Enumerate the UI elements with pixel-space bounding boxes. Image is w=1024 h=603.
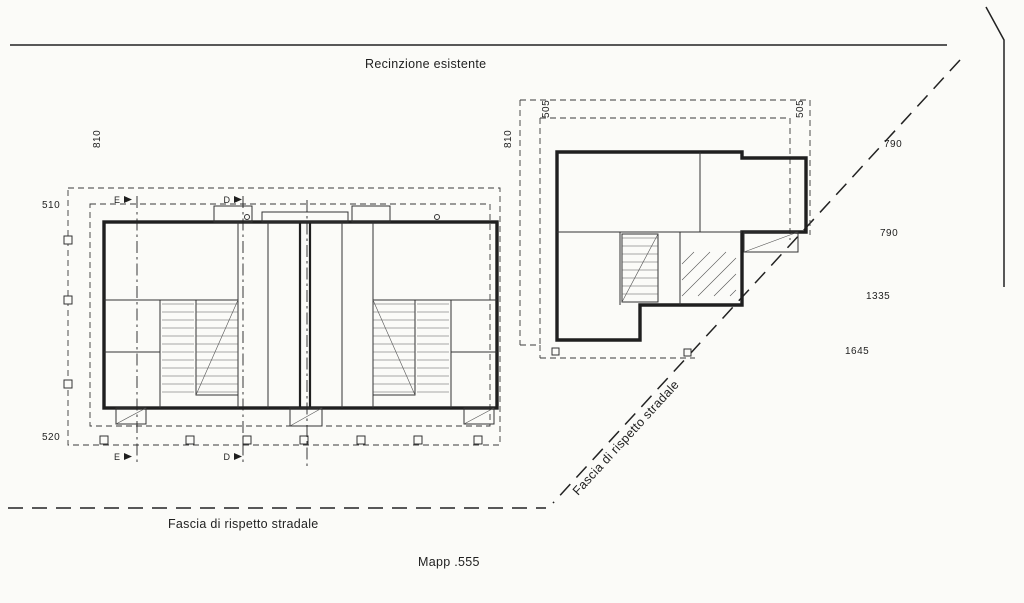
entry-steps-left-diagonal	[115, 407, 147, 425]
section-marker-e-top: E	[114, 195, 120, 205]
right-building-stairwell	[621, 233, 659, 303]
right-building-outer-dashed-outline	[519, 99, 811, 359]
right-unit-stairwell	[372, 299, 416, 396]
pillar-square	[683, 348, 692, 357]
section-arrow-d-top-icon	[234, 196, 242, 203]
section-arrow-e-bottom-icon	[124, 453, 132, 460]
center-canopy	[261, 211, 349, 223]
left-building-plan: E D E D	[63, 187, 501, 470]
left-unit-stair-cutline	[195, 299, 239, 396]
section-marker-d-top: D	[224, 195, 231, 205]
pillar-square	[356, 435, 366, 445]
right-building-stair-treads	[622, 237, 658, 295]
label-road-strip-diagonal: Fascia di rispetto stradale	[570, 378, 682, 498]
right-unit-stair-cutline	[372, 299, 416, 396]
site-boundary-lines	[8, 6, 1005, 509]
pillar-square	[63, 295, 73, 305]
dim-510: 510	[42, 200, 60, 211]
pillar-square	[242, 435, 252, 445]
pillar-square	[63, 235, 73, 245]
right-building-terrace-diagonal	[743, 231, 799, 253]
section-marker-d-bottom: D	[224, 452, 231, 462]
right-unit-stair-flight2	[417, 303, 449, 393]
left-unit-stairwell	[195, 299, 239, 396]
pillar-square	[473, 435, 483, 445]
road-setback-line-diagonal	[552, 59, 961, 504]
label-fence-top: Recinzione esistente	[365, 57, 486, 71]
boundary-line-right	[985, 6, 1005, 287]
fixture-circle-right	[434, 214, 440, 220]
annotations: Recinzione esistente Fascia di rispetto …	[168, 57, 682, 569]
party-wall	[298, 220, 312, 410]
right-unit-partitions	[341, 222, 497, 408]
dimension-labels: 810 810 505 505 510 520 790 790 1335 164…	[42, 100, 902, 443]
label-road-strip-bottom: Fascia di rispetto stradale	[168, 517, 319, 531]
center-stoop	[289, 407, 323, 427]
section-lines: E D E D	[114, 195, 308, 470]
pillar-square	[99, 435, 109, 445]
pillar-square	[551, 347, 560, 356]
dim-810-center: 810	[503, 130, 514, 148]
dim-1645: 1645	[845, 346, 869, 357]
right-building-partitions	[557, 152, 742, 305]
fixture-circle-left	[244, 214, 250, 220]
dim-505-right: 505	[795, 100, 806, 118]
dim-790-upper: 790	[884, 139, 902, 150]
entry-steps-right	[463, 407, 495, 425]
right-building-stair-cutline	[621, 233, 659, 303]
center-stoop-diagonal	[289, 407, 323, 427]
dim-1335: 1335	[866, 291, 890, 302]
dim-520: 520	[42, 432, 60, 443]
section-marker-e-bottom: E	[114, 452, 120, 462]
right-unit-stair-treads	[373, 303, 415, 393]
left-unit-stair-treads	[196, 303, 238, 393]
pillar-square	[63, 379, 73, 389]
entry-steps-left	[115, 407, 147, 425]
top-bumpout-left	[213, 205, 253, 223]
left-building-inner-dashed-outline	[89, 203, 491, 427]
pillar-square	[413, 435, 423, 445]
section-arrow-d-bottom-icon	[234, 453, 242, 460]
pillar-squares-bottom	[99, 435, 483, 445]
right-building-terrace	[743, 231, 799, 253]
label-map-parcel: Mapp .555	[418, 555, 480, 569]
left-building-outer-dashed-outline	[67, 187, 501, 446]
section-arrow-e-top-icon	[124, 196, 132, 203]
pillar-square	[185, 435, 195, 445]
right-building-outer-walls	[555, 150, 808, 342]
entry-steps-right-diagonal	[463, 407, 495, 425]
right-building-ramp-hatch	[681, 251, 737, 297]
top-bumpout-right	[351, 205, 391, 223]
pillar-square	[299, 435, 309, 445]
pillar-squares-left	[63, 235, 73, 389]
dim-505-left: 505	[541, 100, 552, 118]
left-unit-stair-flight2	[162, 303, 194, 393]
dim-790-lower: 790	[880, 228, 898, 239]
dim-810-left: 810	[92, 130, 103, 148]
right-building-inner-dashed-outline	[539, 117, 791, 345]
right-building-plan	[519, 99, 811, 359]
